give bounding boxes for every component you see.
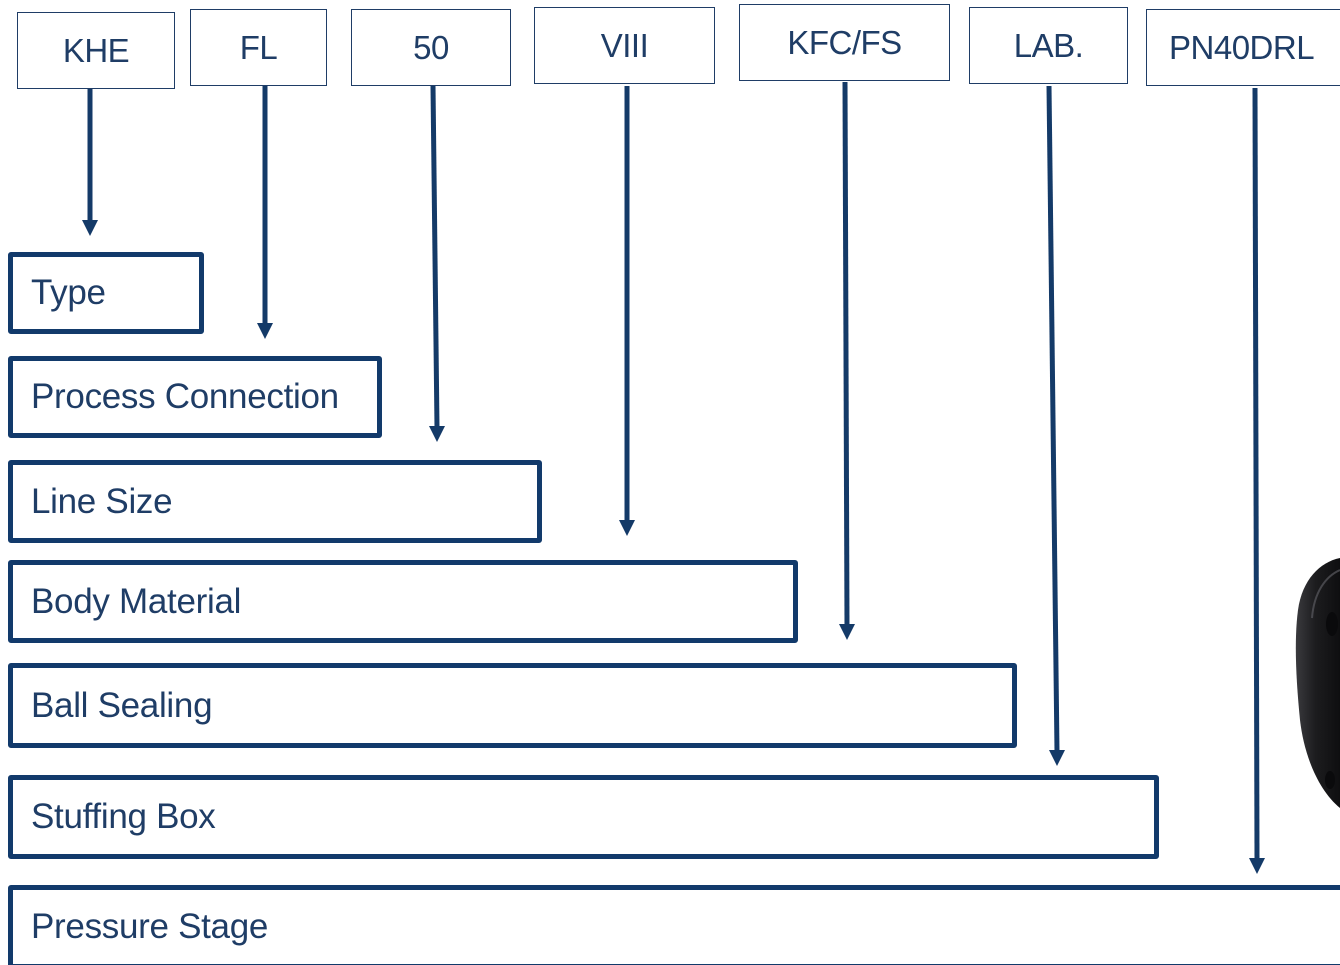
label-text-type: Type [31, 273, 106, 312]
arrowhead-process-connection [257, 323, 273, 339]
label-text-line-size: Line Size [31, 481, 173, 521]
label-text-ball-sealing: Ball Sealing [31, 685, 213, 725]
code-text-stuffing-box: LAB. [1013, 26, 1084, 64]
code-text-ball-sealing: KFC/FS [787, 23, 902, 61]
label-box-body-material: Body Material [8, 560, 798, 643]
arrowhead-type [82, 220, 98, 236]
arrowhead-pressure-stage [1249, 858, 1265, 874]
code-box-type: KHE [17, 12, 175, 89]
label-box-process-connection: Process Connection [8, 356, 382, 438]
label-text-body-material: Body Material [31, 581, 242, 621]
code-text-line-size: 50 [413, 28, 449, 66]
code-box-ball-sealing: KFC/FS [739, 4, 950, 81]
arrow-stuffing-box [1046, 85, 1060, 753]
code-box-pressure-stage: PN40DRL [1146, 9, 1340, 86]
code-text-type: KHE [62, 31, 130, 69]
code-text-process-connection: FL [239, 28, 278, 66]
arrow-line-size [430, 85, 440, 429]
code-box-process-connection: FL [190, 9, 327, 86]
code-text-pressure-stage: PN40DRL [1169, 28, 1315, 66]
arrowhead-line-size [429, 426, 445, 442]
code-box-stuffing-box: LAB. [969, 7, 1128, 84]
label-text-process-connection: Process Connection [31, 377, 339, 416]
label-text-stuffing-box: Stuffing Box [31, 797, 216, 836]
arrowhead-ball-sealing [839, 624, 855, 640]
label-box-line-size: Line Size [8, 460, 542, 543]
code-text-body-material: VIII [600, 26, 649, 64]
arrow-pressure-stage [1252, 87, 1260, 861]
label-text-pressure-stage: Pressure Stage [31, 907, 269, 946]
arrow-ball-sealing [842, 81, 850, 627]
code-box-body-material: VIII [534, 7, 715, 84]
arrowhead-body-material [619, 520, 635, 536]
label-box-stuffing-box: Stuffing Box [8, 775, 1159, 859]
arrowhead-stuffing-box [1049, 750, 1065, 766]
label-box-ball-sealing: Ball Sealing [8, 663, 1017, 748]
label-box-type: Type [8, 252, 204, 334]
code-box-line-size: 50 [351, 9, 511, 86]
ball-valve-image [1295, 558, 1340, 808]
label-box-pressure-stage: Pressure Stage [8, 885, 1340, 965]
